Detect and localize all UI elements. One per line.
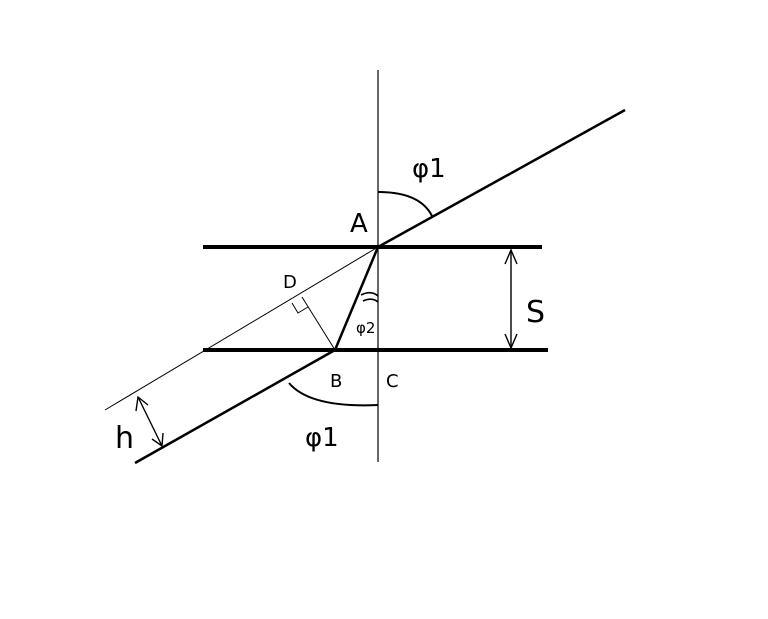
label-phi1-bottom: φ1	[305, 423, 339, 453]
label-b: B	[330, 371, 342, 392]
angle-arc-phi2-inner	[362, 298, 379, 303]
label-h: h	[115, 421, 134, 456]
refracted-ray	[333, 246, 380, 351]
label-d: D	[283, 272, 297, 293]
label-phi1-top: φ1	[412, 154, 446, 184]
perpendicular-bd	[301, 296, 336, 351]
angle-arc-phi2-outer	[360, 291, 379, 297]
right-angle-mark	[291, 302, 309, 314]
label-phi2: φ2	[356, 319, 375, 337]
displacement-arrow-head-top	[135, 395, 149, 412]
displacement-arrow-line	[137, 396, 163, 447]
thickness-arrow-head-bottom	[504, 333, 518, 350]
incident-ray-extension	[104, 246, 379, 411]
incident-ray	[377, 108, 626, 249]
label-a: A	[350, 209, 368, 239]
angle-arc-phi1-top	[377, 191, 433, 217]
emergent-ray	[134, 348, 336, 465]
label-c: C	[386, 371, 399, 392]
thickness-arrow-head-top	[504, 248, 518, 265]
label-s: S	[526, 295, 545, 330]
angle-arc-phi1-bottom	[288, 382, 379, 407]
displacement-arrow-head-bottom	[151, 432, 164, 448]
